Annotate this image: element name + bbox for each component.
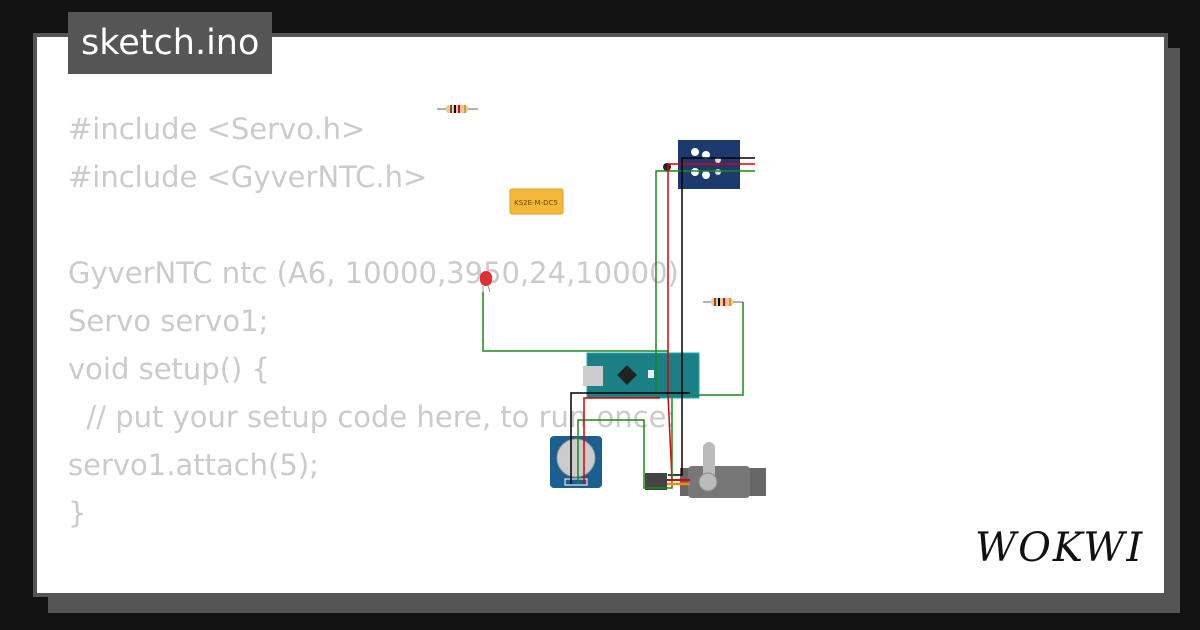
code-line: }	[68, 496, 87, 530]
servo-motor[interactable]	[645, 442, 766, 498]
relay-label: KS2E-M-DC5	[514, 199, 558, 207]
potentiometer[interactable]	[550, 436, 602, 488]
code-line: #include <Servo.h>	[68, 112, 366, 146]
resistor-2[interactable]	[703, 298, 743, 306]
sketch-title: sketch.ino	[68, 12, 273, 74]
code-line: void loop() {	[68, 585, 679, 593]
code-line: // put your setup code here, to run once…	[68, 400, 677, 434]
code-line: servo1.attach(5);	[68, 448, 319, 482]
code-line: Servo servo1;	[68, 304, 269, 338]
led-red[interactable]	[480, 271, 492, 293]
code-line: GyverNTC ntc (A6, 10000,3950,24,10000)	[68, 256, 679, 290]
diagram-canvas[interactable]: #include <Servo.h>#include <GyverNTC.h> …	[37, 37, 1164, 593]
arduino-nano[interactable]	[583, 352, 700, 399]
code-line: void setup() {	[68, 352, 270, 386]
relay[interactable]: KS2E-M-DC5	[509, 188, 564, 215]
resistor-1[interactable]	[437, 105, 478, 113]
wires	[482, 157, 755, 489]
wokwi-logo: WOKWI	[975, 525, 1145, 571]
code-line: #include <GyverNTC.h>	[68, 160, 428, 194]
code-preview: #include <Servo.h>#include <GyverNTC.h> …	[68, 105, 679, 593]
